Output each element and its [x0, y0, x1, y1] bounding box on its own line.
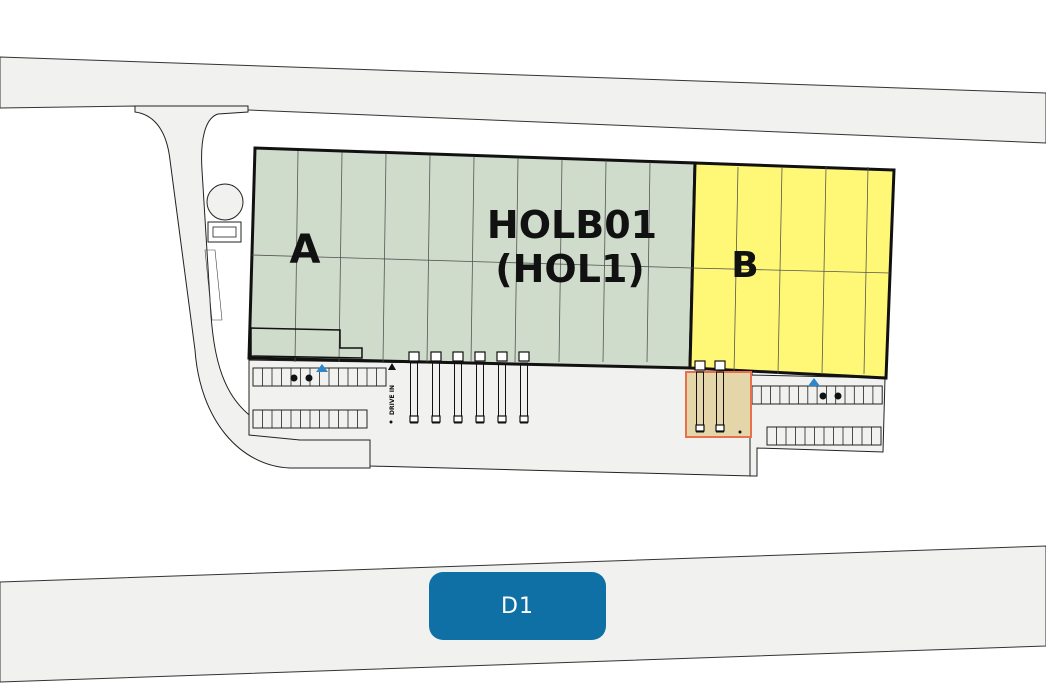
grid-line [558, 159, 563, 363]
loading-dock [452, 351, 464, 424]
drive-in-label-a: DRIVE IN [389, 385, 396, 415]
building-code: (HOL1) [495, 247, 645, 291]
grid-line [646, 162, 651, 363]
unit-b-label: B [731, 245, 758, 286]
grid-line [691, 267, 891, 274]
loading-dock [714, 360, 726, 433]
loading-dock [694, 360, 706, 433]
grid-line [338, 152, 343, 363]
grid-line [733, 166, 739, 375]
loading-dock [430, 351, 442, 424]
loading-docks-unit-b [694, 360, 726, 433]
loading-dock [408, 351, 420, 424]
top-road [0, 56, 1046, 144]
building-name: HOLB01 [487, 203, 657, 247]
entrance-marker-icon [808, 378, 820, 386]
unit-a-label: A [290, 227, 321, 273]
grid-line [470, 156, 475, 363]
drive-in-arrow-icon [388, 363, 396, 370]
tank [206, 183, 244, 221]
grid-line [426, 155, 431, 363]
grid-line [514, 157, 519, 363]
loading-dock [474, 351, 486, 424]
road-d1-badge[interactable]: D1 [429, 572, 606, 640]
loading-docks-unit-a [408, 351, 530, 424]
office-block [250, 327, 363, 359]
entrance-marker-icon [316, 364, 328, 372]
grid-line [863, 166, 869, 375]
loading-dock [496, 351, 508, 424]
accessible-parking-icon [290, 374, 842, 400]
grid-line [251, 254, 693, 269]
grid-line [382, 153, 387, 363]
grid-line [821, 166, 827, 375]
grid-line [602, 160, 607, 363]
loading-dock [518, 351, 530, 424]
structural-grid [251, 150, 891, 375]
